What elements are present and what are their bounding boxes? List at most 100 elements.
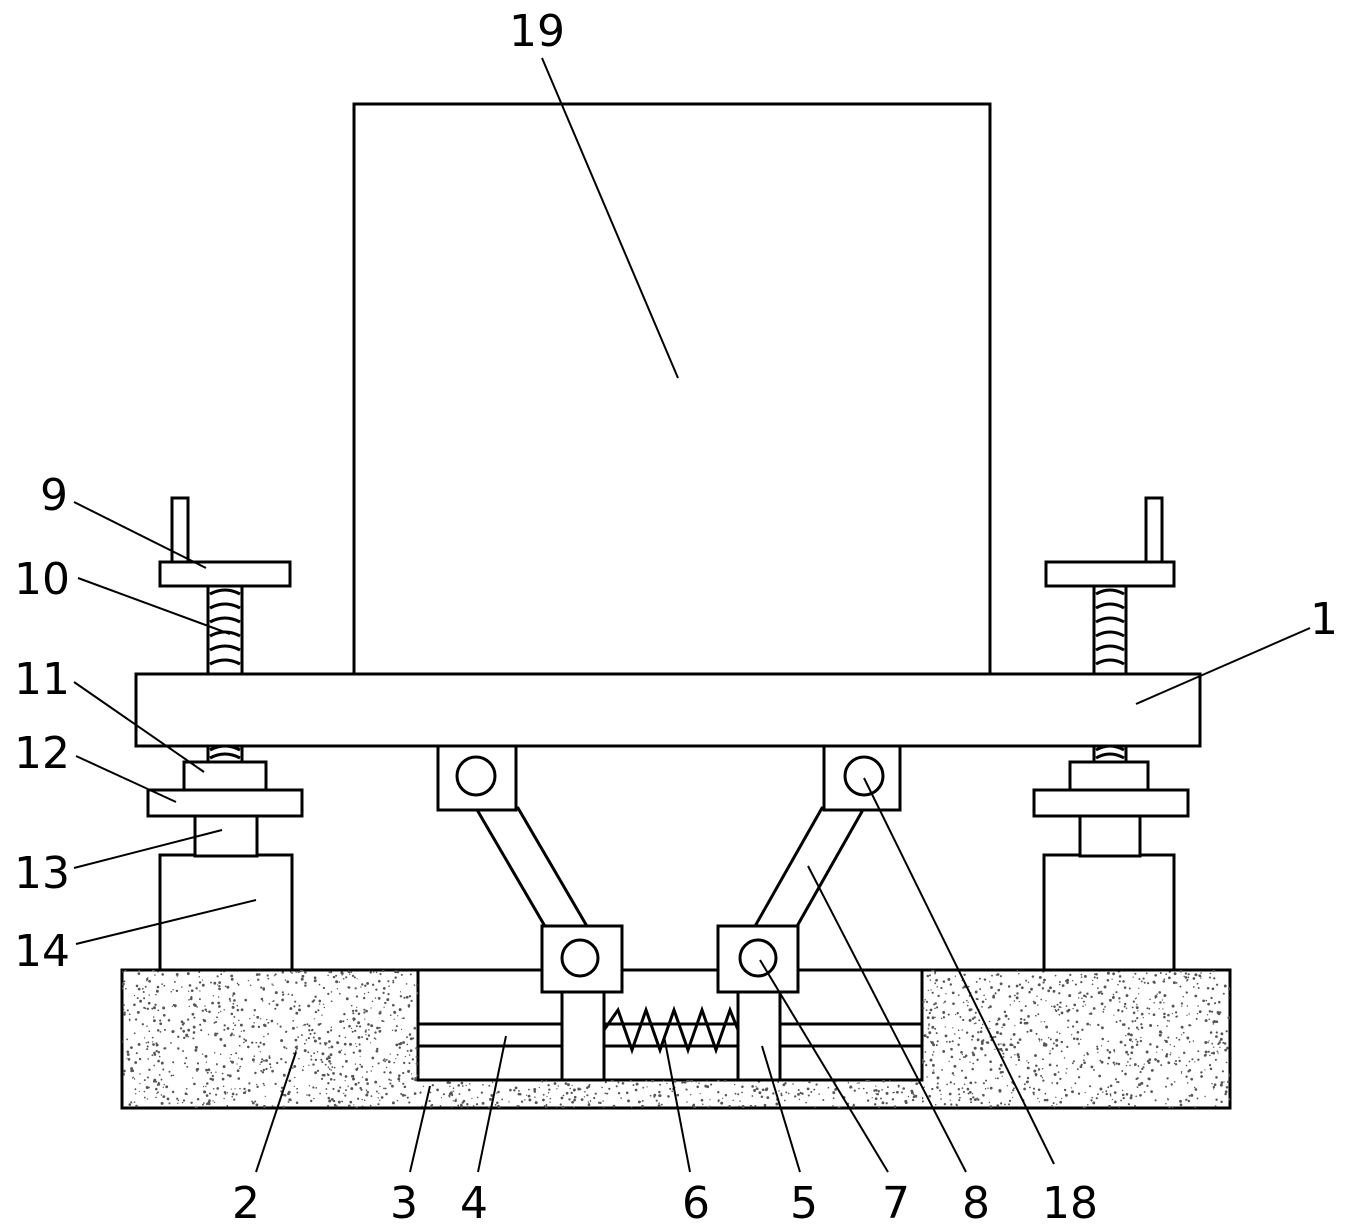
stipple-dot bbox=[255, 1041, 258, 1044]
stipple-dot bbox=[254, 1071, 257, 1075]
stipple-dot bbox=[205, 1094, 209, 1097]
stipple-dot bbox=[201, 1009, 204, 1012]
stipple-dot bbox=[327, 1073, 330, 1077]
stipple-dot bbox=[928, 1023, 930, 1026]
stipple-dot bbox=[429, 1105, 432, 1108]
stipple-dot bbox=[873, 1089, 876, 1092]
stipple-dot bbox=[402, 1041, 405, 1044]
stipple-dot bbox=[1045, 1098, 1049, 1102]
stipple-dot bbox=[976, 1038, 980, 1042]
stipple-dot bbox=[1186, 1014, 1188, 1016]
stipple-dot bbox=[410, 1073, 413, 1075]
stipple-dot bbox=[798, 1098, 801, 1101]
stipple-dot bbox=[882, 1080, 886, 1083]
stipple-dot bbox=[1093, 973, 1096, 975]
stipple-dot bbox=[1128, 987, 1131, 990]
stipple-dot bbox=[813, 1088, 816, 1091]
stipple-dot bbox=[1038, 975, 1042, 979]
stipple-dot bbox=[452, 1087, 455, 1089]
stipple-dot bbox=[1037, 1068, 1041, 1071]
stipple-dot bbox=[957, 1043, 960, 1047]
stipple-dot bbox=[383, 1087, 385, 1090]
stipple-dot bbox=[403, 1061, 406, 1065]
stipple-dot bbox=[564, 1082, 568, 1085]
stipple-dot bbox=[400, 1093, 403, 1095]
stipple-dot bbox=[1002, 1052, 1005, 1055]
stipple-dot bbox=[1013, 994, 1016, 997]
stipple-dot bbox=[302, 1024, 304, 1026]
stipple-dot bbox=[364, 1030, 367, 1033]
leader-lines bbox=[73, 57, 1311, 1173]
stipple-dot bbox=[1097, 987, 1099, 989]
stipple-dot bbox=[472, 1105, 475, 1107]
stipple-dot bbox=[941, 1069, 943, 1071]
stipple-dot bbox=[231, 1095, 234, 1098]
stipple-dot bbox=[1179, 1099, 1182, 1103]
stipple-dot bbox=[1214, 1058, 1217, 1061]
stipple-dot bbox=[232, 1022, 235, 1024]
stipple-dot bbox=[356, 1067, 359, 1070]
stipple-dot bbox=[1188, 1041, 1191, 1043]
stipple-dot bbox=[221, 1072, 224, 1075]
stipple-dot bbox=[1135, 1006, 1139, 1010]
stipple-dot bbox=[357, 1035, 361, 1039]
stipple-dot bbox=[1052, 1102, 1055, 1105]
stipple-dot bbox=[1222, 1041, 1225, 1044]
stipple-dot bbox=[1162, 980, 1166, 983]
stipple-dot bbox=[213, 1052, 216, 1054]
base-stipple-bottom bbox=[419, 1080, 920, 1108]
stipple-dot bbox=[188, 984, 192, 987]
stipple-dot bbox=[1150, 1068, 1154, 1072]
stipple-dot bbox=[1173, 972, 1177, 976]
stipple-dot bbox=[1049, 1038, 1052, 1041]
label-2: 2 bbox=[232, 1178, 260, 1228]
stipple-dot bbox=[206, 1082, 209, 1085]
stipple-dot bbox=[185, 1087, 188, 1090]
stipple-dot bbox=[327, 1082, 330, 1085]
stipple-dot bbox=[1136, 1077, 1139, 1080]
stipple-dot bbox=[313, 999, 316, 1002]
stipple-dot bbox=[394, 976, 397, 979]
stipple-dot bbox=[219, 1053, 222, 1056]
stipple-dot bbox=[865, 1091, 868, 1094]
stipple-dot bbox=[988, 1020, 991, 1023]
stipple-dot bbox=[1012, 1089, 1015, 1092]
stipple-dot bbox=[274, 1082, 277, 1086]
stipple-dot bbox=[1096, 1047, 1099, 1051]
stipple-dot bbox=[1219, 1083, 1223, 1087]
stipple-dot bbox=[341, 974, 343, 976]
stipple-dot bbox=[318, 1003, 321, 1005]
stipple-dot bbox=[965, 1031, 969, 1034]
stipple-dot bbox=[1170, 1083, 1173, 1086]
stipple-dot bbox=[1102, 1091, 1104, 1093]
stipple-dot bbox=[355, 1043, 357, 1045]
stipple-dot bbox=[1163, 978, 1166, 981]
stipple-dot bbox=[305, 1039, 308, 1041]
stipple-dot bbox=[1082, 1005, 1084, 1007]
stipple-dot bbox=[343, 1026, 346, 1029]
stipple-dot bbox=[204, 1008, 207, 1011]
stipple-dot bbox=[409, 1049, 413, 1052]
stipple-dot bbox=[382, 1059, 385, 1062]
stipple-dot bbox=[213, 1101, 216, 1104]
stipple-dot bbox=[401, 1093, 405, 1097]
stipple-dot bbox=[448, 1081, 452, 1085]
stipple-dot bbox=[1102, 1008, 1105, 1011]
stipple-dot bbox=[126, 1053, 130, 1056]
stipple-dot bbox=[122, 1008, 125, 1011]
stipple-dot bbox=[328, 1040, 331, 1043]
stipple-dot bbox=[1100, 1045, 1103, 1047]
stipple-dot bbox=[1079, 1065, 1083, 1069]
stipple-dot bbox=[973, 1016, 976, 1019]
stipple-dot bbox=[465, 1084, 467, 1087]
stipple-dot bbox=[383, 1071, 386, 1074]
stipple-dot bbox=[301, 974, 305, 978]
stipple-dot bbox=[168, 1070, 171, 1073]
stipple-dot bbox=[228, 1074, 232, 1078]
stipple-dot bbox=[1216, 1050, 1219, 1053]
stipple-dot bbox=[1063, 1088, 1067, 1092]
stipple-dot bbox=[148, 994, 150, 996]
stipple-dot bbox=[249, 1017, 251, 1020]
stipple-dot bbox=[378, 1092, 380, 1095]
stipple-dot bbox=[431, 1084, 434, 1087]
